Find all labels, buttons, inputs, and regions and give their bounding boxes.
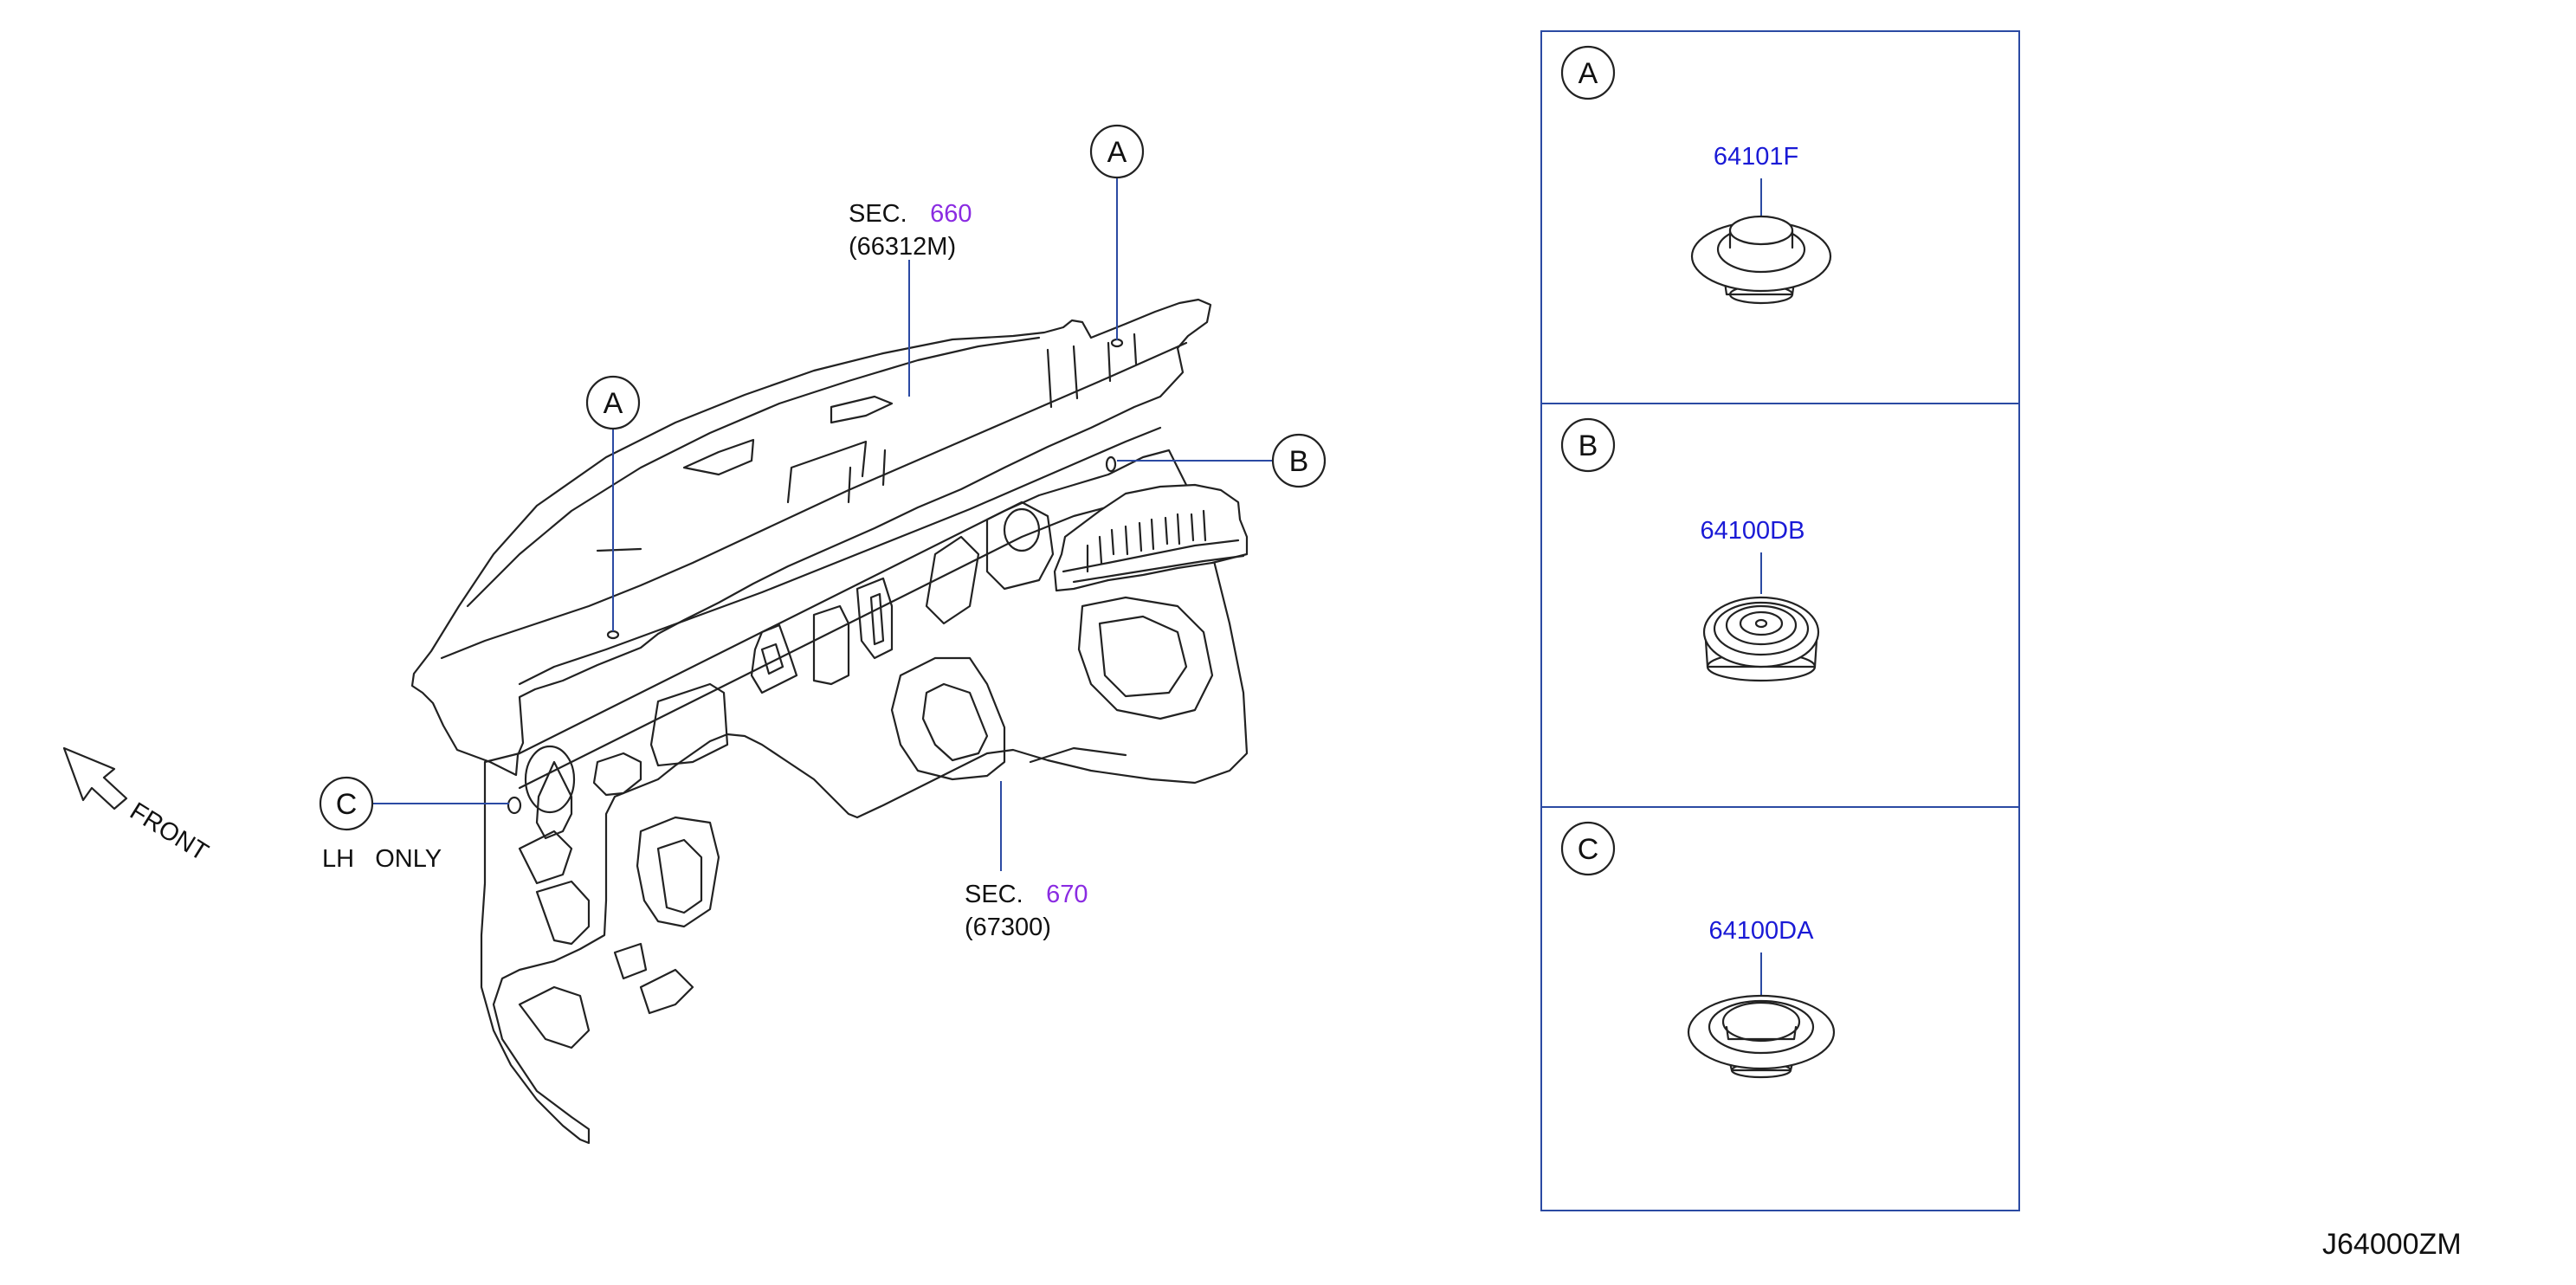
detail-panels: A 64101F B 64100DB: [1540, 30, 2020, 1211]
grommet-64101f-icon: [1690, 215, 1832, 305]
dash-panel-assembly: [410, 298, 1249, 1145]
panel-c-circle: [1560, 821, 1616, 876]
sec-660-part: (66312M): [849, 233, 956, 261]
detail-panel-a: A 64101F: [1560, 45, 1832, 305]
panel-c-letter: C: [1578, 833, 1599, 866]
callout-c-letter: C: [336, 788, 358, 821]
callout-b-letter: B: [1289, 445, 1309, 478]
grommet-64100da-icon: [1687, 994, 1836, 1079]
sec-670-prefix: SEC.: [965, 881, 1023, 908]
callout-a-left-circle: [585, 375, 641, 430]
panel-c-part-number: 64100DA: [1709, 917, 1815, 945]
panel-a-letter: A: [1579, 57, 1598, 90]
lh-only-label: LH ONLY: [322, 845, 442, 873]
callout-a-top-circle: [1089, 124, 1145, 179]
detail-panel-frame: [1540, 30, 2020, 1211]
callout-a-top-letter: A: [1107, 136, 1127, 169]
callout-c-circle: [319, 776, 374, 831]
panel-b-part-number: 64100DB: [1701, 517, 1805, 545]
grommet-64100db-icon: [1702, 596, 1820, 682]
front-arrow-icon: [62, 746, 128, 810]
detail-panel-b: B 64100DB: [1560, 417, 1820, 682]
callout-a-left-letter: A: [604, 387, 623, 420]
front-label: FRONT: [125, 797, 213, 867]
sec-660-number: 660: [930, 200, 972, 228]
sec-660-prefix: SEC.: [849, 200, 907, 228]
panel-a-circle: [1560, 45, 1616, 100]
panel-a-part-number: 64101F: [1714, 143, 1798, 171]
panel-b-letter: B: [1579, 429, 1598, 462]
sec-660-label: SEC. 660: [849, 200, 972, 228]
detail-panel-c: C 64100DA: [1560, 821, 1836, 1079]
sec-670-label: SEC. 670: [965, 881, 1088, 908]
sec-670-number: 670: [1046, 881, 1088, 908]
panel-b-circle: [1560, 417, 1616, 473]
diagram-code: J64000ZM: [2322, 1228, 2462, 1261]
callout-b-circle: [1271, 433, 1327, 488]
sec-670-part: (67300): [965, 914, 1051, 941]
